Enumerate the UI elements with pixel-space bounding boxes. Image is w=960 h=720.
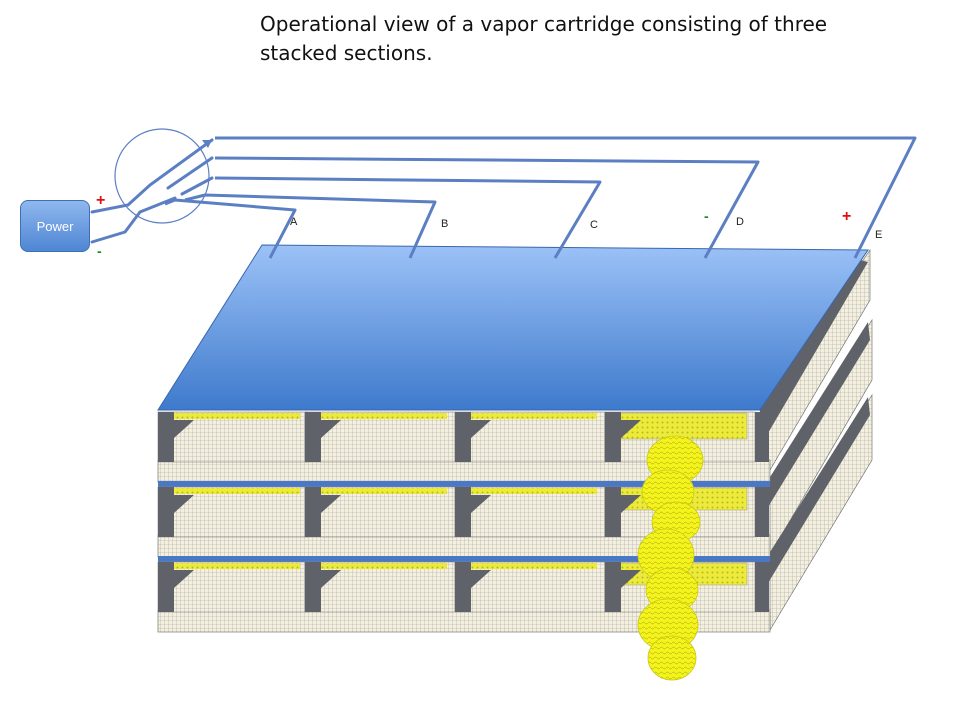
- wires: [164, 136, 917, 259]
- vapor-plume: [637, 435, 704, 681]
- end-wall: [755, 412, 769, 462]
- vapor-blob: [647, 635, 697, 681]
- power-minus-sign: -: [97, 243, 102, 259]
- right-side-faces: [759, 248, 873, 632]
- compartment: [304, 411, 456, 463]
- power-source-box: Power: [20, 200, 90, 252]
- terminal-e-sign: +: [842, 208, 852, 225]
- section-3: [157, 556, 771, 633]
- terminal-label-d: D: [736, 216, 744, 228]
- terminal-label-c: C: [590, 219, 598, 231]
- compartment: [454, 561, 606, 613]
- compartment: [157, 561, 309, 613]
- wire-b: [184, 193, 437, 259]
- section-1: [157, 411, 771, 483]
- compartment: [157, 486, 309, 538]
- terminal-label-b: B: [441, 218, 449, 230]
- wire-e: [215, 136, 917, 259]
- separator-band: [158, 556, 770, 562]
- diagram-caption: Operational view of a vapor cartridge co…: [260, 12, 828, 65]
- power-label: Power: [36, 218, 74, 234]
- terminal-d-sign: -: [704, 208, 709, 224]
- top-plate: [157, 244, 869, 411]
- compartment: [157, 411, 309, 463]
- switch-circle: [114, 128, 210, 224]
- power-plus-sign: +: [96, 192, 106, 209]
- wire-c: [214, 176, 602, 259]
- arrow-head-icon: [202, 140, 212, 148]
- terminal-label-e: E: [875, 229, 883, 241]
- end-wall: [755, 562, 769, 612]
- end-wall: [755, 487, 769, 537]
- separator-band: [158, 481, 770, 487]
- compartment: [304, 486, 456, 538]
- compartment: [454, 486, 606, 538]
- terminal-label-a: A: [290, 216, 298, 228]
- wire-d: [214, 156, 760, 259]
- compartment: [304, 561, 456, 613]
- section-2: [157, 481, 771, 558]
- wire-a: [164, 198, 297, 259]
- compartment: [454, 411, 606, 463]
- switch-contacts: [90, 138, 214, 244]
- front-stack: [157, 411, 771, 633]
